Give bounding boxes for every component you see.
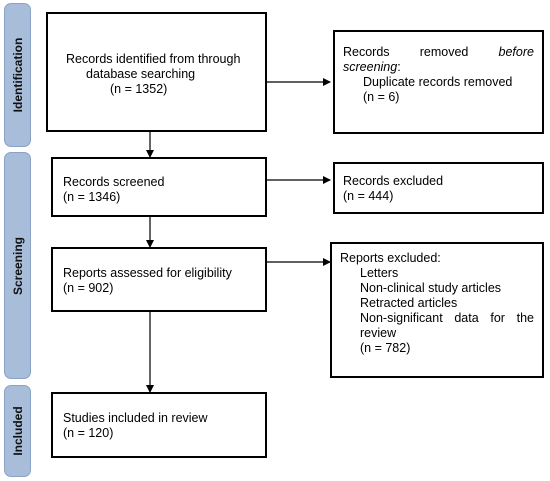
removed-colon: :	[397, 60, 401, 74]
phase-screening: Screening	[4, 152, 31, 379]
removed-word-removed: removed	[419, 45, 469, 59]
reports-excluded-item-retracted: Retracted articles	[360, 296, 458, 310]
identified-line2: database searching	[86, 67, 196, 81]
box-records-excluded: Records excluded (n = 444)	[333, 162, 544, 214]
reports-excluded-count: (n = 782)	[360, 341, 411, 355]
removed-count: (n = 6)	[363, 90, 400, 104]
removed-heading: Records removed before	[343, 45, 534, 60]
assessed-count: (n = 902)	[63, 281, 114, 295]
reports-excluded-item-nonclinical: Non-clinical study articles	[360, 281, 502, 295]
reports-excluded-item-letters: Letters	[360, 266, 399, 280]
removed-word-before: before	[498, 45, 534, 59]
box-records-screened: Records screened (n = 1346)	[51, 157, 267, 217]
identified-count: (n = 1352)	[110, 82, 168, 96]
phase-identification: Identification	[4, 3, 31, 147]
removed-item: Duplicate records removed	[363, 75, 513, 89]
reports-excluded-title: Reports excluded:	[340, 251, 441, 265]
reports-excluded-item-nonsignificant: Non-significant data for the	[340, 311, 534, 326]
box-records-identified: Records identified from through database…	[46, 12, 267, 132]
excluded-title: Records excluded	[343, 174, 444, 188]
identified-line1: Records identified from through	[66, 52, 241, 66]
screened-count: (n = 1346)	[63, 190, 121, 204]
screened-title: Records screened	[63, 175, 165, 189]
nonsignificant-line1: Non-significant data for the	[360, 311, 534, 325]
included-count: (n = 120)	[63, 426, 114, 440]
phase-included: Included	[4, 385, 31, 477]
included-title: Studies included in review	[63, 411, 208, 425]
removed-word-screening: screening	[343, 60, 398, 74]
box-reports-excluded: Reports excluded: Letters Non-clinical s…	[330, 242, 544, 378]
box-reports-assessed: Reports assessed for eligibility (n = 90…	[51, 247, 267, 312]
removed-heading-line2: screening:	[343, 60, 534, 75]
removed-word-records: Records	[343, 45, 390, 59]
excluded-count: (n = 444)	[343, 189, 394, 203]
box-studies-included: Studies included in review (n = 120)	[51, 392, 267, 458]
box-records-removed: Records removed before screening: Duplic…	[333, 30, 544, 134]
nonsignificant-line2: review	[360, 326, 397, 340]
assessed-title: Reports assessed for eligibility	[63, 266, 232, 280]
